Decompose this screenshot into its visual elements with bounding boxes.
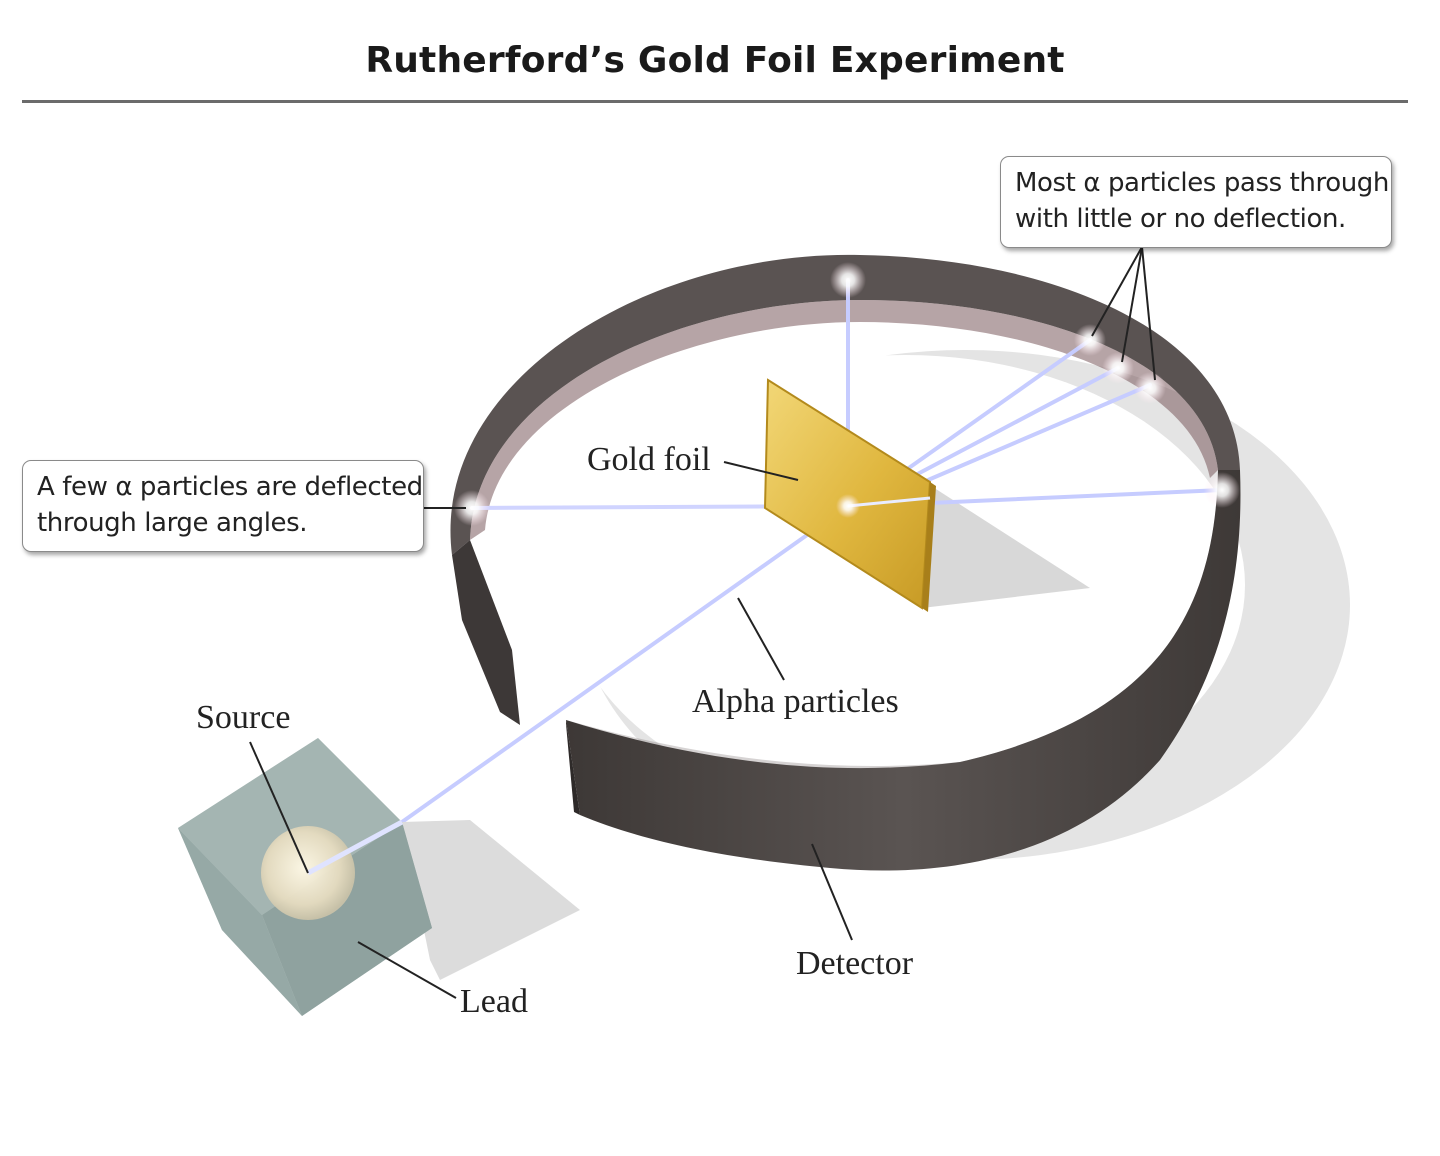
flash-right-2 [1102, 352, 1134, 384]
callout-pointers [424, 246, 1156, 509]
leader-gold-foil [723, 461, 799, 481]
beam-pass-2 [908, 366, 1120, 480]
label-source: Source [196, 699, 290, 736]
callout-deflected-line-2: through large angles. [37, 508, 308, 538]
gold-foil-edge [922, 482, 936, 612]
beam-incident [400, 504, 850, 824]
scintillation-flashes [454, 262, 1240, 526]
beam-in-block [306, 819, 404, 876]
leader-alpha [737, 597, 785, 681]
detector-ring-front-lip [566, 720, 580, 815]
foil-shadow [922, 482, 1090, 608]
flash-left [454, 490, 490, 526]
beam-pass-4 [928, 488, 1224, 505]
leader-lead [357, 941, 457, 999]
detector-ring-front-outer [566, 470, 1241, 871]
lead-block-shadow [402, 820, 580, 980]
title-divider [22, 100, 1408, 103]
callout-deflected-line-1: A few α particles are deflected [37, 472, 423, 502]
leader-detector [811, 843, 853, 941]
leader-source [249, 741, 309, 874]
label-lead: Lead [460, 983, 528, 1020]
beam-through-foil [847, 496, 931, 508]
flash-right-4 [1204, 472, 1240, 508]
label-leaders [249, 461, 853, 999]
flash-right-1 [1074, 324, 1106, 356]
detector-ring-back [450, 254, 1240, 555]
label-gold-foil: Gold foil [587, 441, 711, 478]
detector-ring-left-end [452, 540, 520, 725]
lead-block [178, 738, 432, 1016]
callout-pass-through-line-1: Most α particles pass through [1015, 168, 1389, 198]
beam-pass-3 [912, 383, 1152, 488]
callout-deflected: A few α particles are deflected through … [22, 460, 424, 552]
callout-pass-through: Most α particles pass through with littl… [1000, 156, 1392, 248]
label-detector: Detector [796, 945, 914, 982]
flash-right-3 [1134, 372, 1166, 404]
label-alpha-particles: Alpha particles [692, 683, 899, 720]
callout-pass-through-line-2: with little or no deflection. [1015, 204, 1346, 234]
beam-pass-1 [904, 338, 1092, 472]
diagram-title: Rutherford’s Gold Foil Experiment [365, 40, 1065, 81]
flash-foil-center [836, 494, 860, 518]
flash-top [830, 262, 866, 298]
